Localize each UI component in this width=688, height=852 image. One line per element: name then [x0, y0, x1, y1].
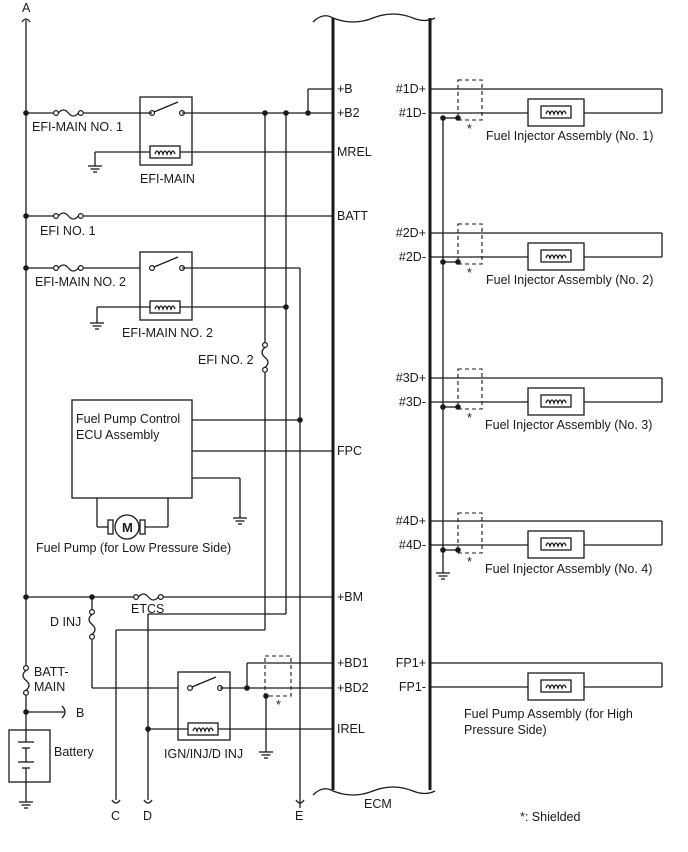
efi-no2-fuse-icon	[261, 341, 269, 373]
label-efi-main: EFI-MAIN	[140, 172, 195, 186]
ecm-body	[312, 13, 436, 796]
d-inj-fuse-icon	[88, 608, 96, 640]
label-fpc-ecu-1: Fuel Pump Control	[76, 412, 180, 426]
shield-3	[457, 368, 483, 410]
label-batt-main-2: MAIN	[34, 680, 65, 694]
shield-1	[457, 79, 483, 121]
fpc-ecu-ground-icon	[232, 511, 248, 525]
batt-main-fuse-icon	[22, 664, 30, 696]
ign-inj-ground-icon	[258, 745, 274, 759]
label-fp-high-1: Fuel Pump Assembly (for High	[464, 707, 633, 721]
shield-4	[457, 512, 483, 554]
efi-main-no2-ground-icon	[89, 316, 105, 330]
b-branch	[26, 705, 66, 719]
label-efi-main-no2: EFI-MAIN NO. 2	[35, 275, 126, 289]
pin-d3p: #3D+	[396, 371, 426, 385]
label-shielded-note: *: Shielded	[520, 810, 581, 824]
shield-4-mark: *	[467, 555, 472, 569]
label-motor: M	[122, 520, 133, 535]
label-efi-no2: EFI NO. 2	[198, 353, 254, 367]
label-ign-inj-relay: IGN/INJ/D INJ	[164, 747, 243, 761]
pin-plus-bm: +BM	[337, 590, 363, 604]
efi-main-no1-fuse-icon	[52, 109, 84, 117]
label-a: A	[22, 1, 31, 15]
pin-irel: IREL	[337, 722, 365, 736]
fuel-pump-control-ecu-box	[71, 399, 193, 499]
label-d-inj: D INJ	[50, 615, 81, 629]
label-c: C	[111, 809, 120, 823]
injector-2-coil-icon	[540, 249, 572, 263]
label-inj4: Fuel Injector Assembly (No. 4)	[485, 562, 652, 576]
label-fpc-ecu-2: ECU Assembly	[76, 428, 160, 442]
label-inj3: Fuel Injector Assembly (No. 3)	[485, 418, 652, 432]
pin-plus-b: +B	[337, 82, 353, 96]
pin-d4p: #4D+	[396, 514, 426, 528]
efi-main-no2-coil-icon	[149, 300, 181, 314]
battery-ground-icon	[18, 795, 34, 809]
efi-main-ground-icon	[87, 159, 103, 173]
pin-plus-bd1: +BD1	[337, 656, 369, 670]
pin-d1m: #1D-	[399, 106, 426, 120]
label-inj2: Fuel Injector Assembly (No. 2)	[486, 273, 653, 287]
label-shield-bd: *	[276, 698, 281, 712]
pin-mrel: MREL	[337, 145, 372, 159]
label-efi-main-no2-relay: EFI-MAIN NO. 2	[122, 326, 213, 340]
etcs-fuse-icon	[132, 593, 164, 601]
efi-main-no2-fuse-icon	[52, 264, 84, 272]
motor-icon	[107, 514, 146, 540]
shield-3-mark: *	[467, 411, 472, 425]
battery-icon	[8, 729, 51, 783]
pin-batt: BATT	[337, 209, 368, 223]
label-battery: Battery	[54, 745, 94, 759]
ign-inj-coil-icon	[187, 722, 219, 736]
main-bus	[21, 18, 31, 730]
injector-3-coil-icon	[540, 394, 572, 408]
right-ground-rail	[440, 115, 446, 567]
injector-4-coil-icon	[540, 537, 572, 551]
label-e: E	[295, 809, 303, 823]
pin-d2p: #2D+	[396, 226, 426, 240]
label-efi-no1: EFI NO. 1	[40, 224, 96, 238]
pin-plus-b2: +B2	[337, 106, 360, 120]
shield-bd	[264, 655, 292, 697]
label-ecm: ECM	[364, 797, 392, 811]
pin-d3m: #3D-	[399, 395, 426, 409]
shield-1-mark: *	[467, 122, 472, 136]
label-etcs: ETCS	[131, 602, 164, 616]
label-d: D	[143, 809, 152, 823]
pin-plus-bd2: +BD2	[337, 681, 369, 695]
pin-d4m: #4D-	[399, 538, 426, 552]
pin-d2m: #2D-	[399, 250, 426, 264]
shield-2	[457, 223, 483, 265]
pin-fp1p: FP1+	[396, 656, 426, 670]
fuel-pump-high-coil-icon	[540, 679, 572, 693]
label-inj1: Fuel Injector Assembly (No. 1)	[486, 129, 653, 143]
label-batt-main-1: BATT-	[34, 665, 69, 679]
label-fuel-pump-low: Fuel Pump (for Low Pressure Side)	[36, 541, 231, 555]
label-b: B	[76, 706, 84, 720]
injector-ground-icon	[435, 566, 451, 580]
shield-2-mark: *	[467, 266, 472, 280]
injector-1-coil-icon	[540, 105, 572, 119]
pin-fp1m: FP1-	[399, 680, 426, 694]
pin-fpc: FPC	[337, 444, 362, 458]
label-efi-main-no1: EFI-MAIN NO. 1	[32, 120, 123, 134]
label-fp-high-2: Pressure Side)	[464, 723, 547, 737]
efi-main-coil-icon	[149, 145, 181, 159]
efi-no1-fuse-icon	[52, 212, 84, 220]
pin-d1p: #1D+	[396, 82, 426, 96]
